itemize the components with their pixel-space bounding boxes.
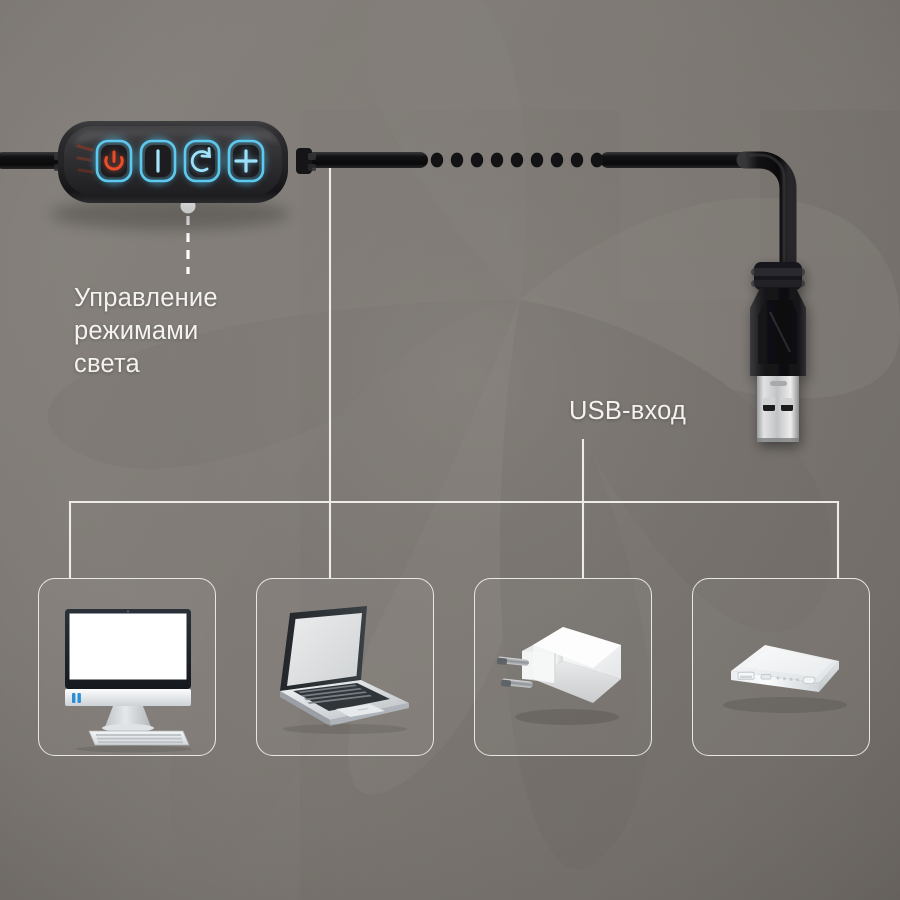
callout-label-usb-input: USB-вход — [569, 397, 687, 425]
monitor-badge-stripes — [72, 693, 81, 703]
power-bank-button — [802, 676, 816, 684]
device-card-monitor[interactable] — [38, 578, 216, 756]
controller-button-brightness-down — [136, 136, 180, 186]
cable-bend-and-vertical — [736, 151, 797, 277]
controller-red-marking — [76, 144, 94, 174]
controller-button-power — [92, 136, 136, 186]
usb-a-connector — [750, 262, 806, 442]
desktop-monitor-icon — [65, 609, 192, 753]
cable-right-segment — [300, 152, 760, 168]
device-card-wall-charger[interactable] — [474, 578, 652, 756]
device-card-laptop[interactable] — [256, 578, 434, 756]
charger-prongs — [496, 656, 533, 688]
laptop-icon — [280, 606, 409, 734]
light-mode-controller — [50, 121, 316, 230]
monitor-keyboard — [88, 730, 190, 746]
cable-dotted-break — [430, 152, 604, 168]
callout-label-light-mode-control: Управление режимами света — [74, 284, 218, 379]
brightness-down-button-ring — [139, 139, 177, 183]
mode-button-ring — [183, 139, 221, 183]
controller-button-mode — [180, 136, 224, 186]
wall-charger-icon — [496, 627, 621, 725]
controller-button-brightness-up — [224, 136, 268, 186]
brightness-up-button-ring — [227, 139, 265, 183]
power-bank-led-indicators — [776, 676, 799, 682]
device-card-power-bank[interactable] — [692, 578, 870, 756]
power-bank-icon — [723, 645, 847, 713]
power-bank-ports — [737, 671, 772, 680]
power-button-ring — [95, 139, 133, 183]
